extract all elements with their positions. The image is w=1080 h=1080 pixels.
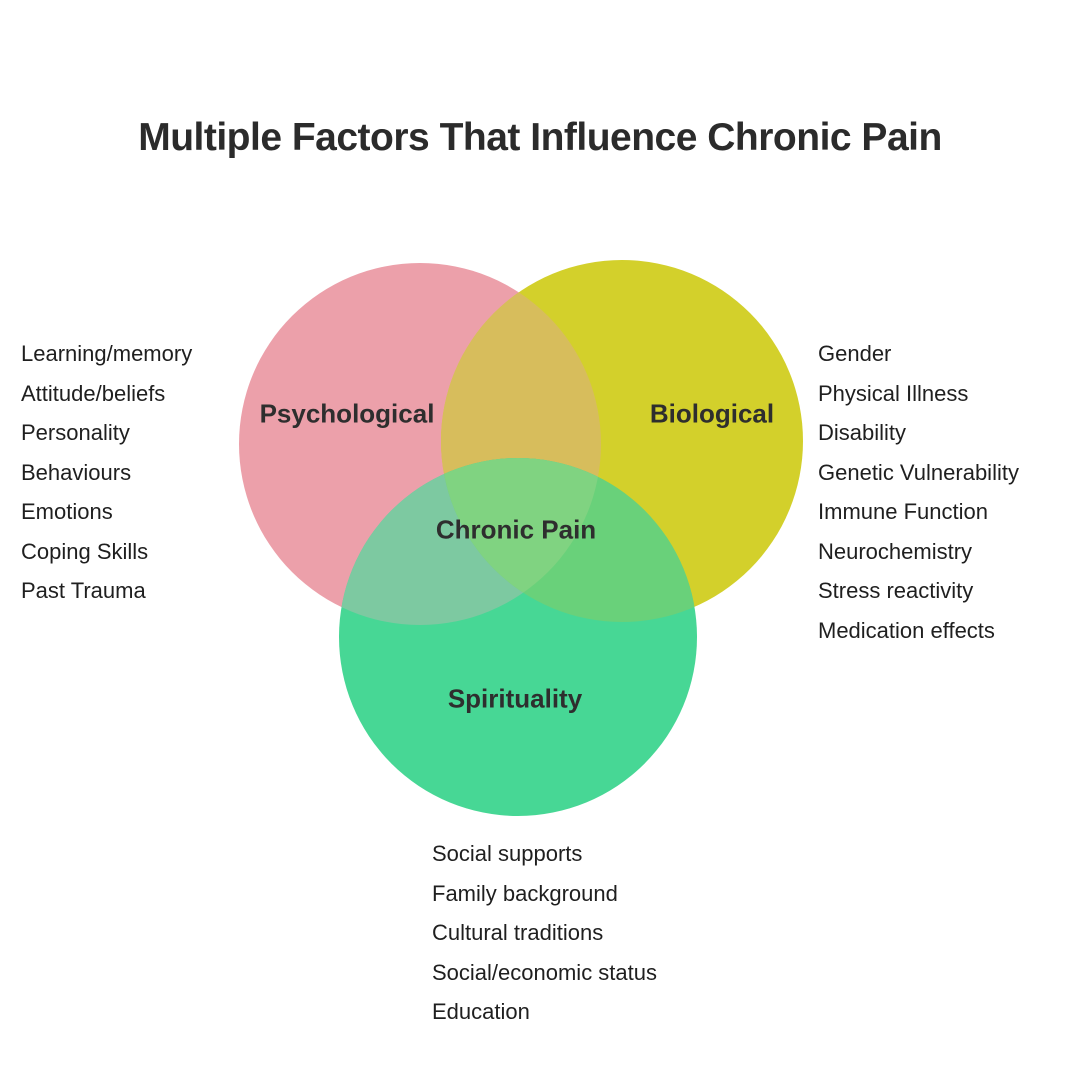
factor-list-psychological: Learning/memory Attitude/beliefs Persona… <box>21 334 192 611</box>
factor-item: Behaviours <box>21 459 132 485</box>
factor-item: Emotions <box>21 499 113 524</box>
center-label-chronic-pain: Chronic Pain <box>435 514 597 545</box>
factor-item: Immune Function <box>818 499 988 524</box>
circle-label-psychological: Psychological <box>259 398 435 429</box>
factor-item: Physical Illness <box>818 380 969 406</box>
factor-item: Learning/memory <box>21 341 193 366</box>
circle-label-biological: Biological <box>649 398 775 429</box>
factor-item: Social supports <box>432 841 583 866</box>
circle-label-spirituality: Spirituality <box>447 683 583 714</box>
factor-item: Genetic Vulnerability <box>818 459 1019 485</box>
factor-item: Cultural traditions <box>432 920 604 945</box>
factor-item: Social/economic status <box>432 959 657 985</box>
factor-item: Education <box>432 999 530 1024</box>
factor-item: Coping Skills <box>21 538 149 564</box>
factor-list-biological: Gender Physical Illness Disability Genet… <box>818 334 1019 650</box>
factor-item: Past Trauma <box>21 578 146 603</box>
page-title: Multiple Factors That Influence Chronic … <box>138 116 942 159</box>
factor-list-spirituality: Social supports Family background Cultur… <box>432 834 657 1032</box>
overlap-biological-spirituality <box>441 458 697 622</box>
factor-item: Family background <box>432 880 618 906</box>
overlap-psychological-spirituality <box>339 458 601 625</box>
factor-item: Medication effects <box>818 617 995 643</box>
factor-item: Attitude/beliefs <box>21 380 166 406</box>
factor-item: Neurochemistry <box>818 538 973 564</box>
factor-item: Gender <box>818 341 892 366</box>
factor-item: Disability <box>818 420 907 445</box>
factor-item: Stress reactivity <box>818 578 974 603</box>
factor-item: Personality <box>21 420 130 445</box>
